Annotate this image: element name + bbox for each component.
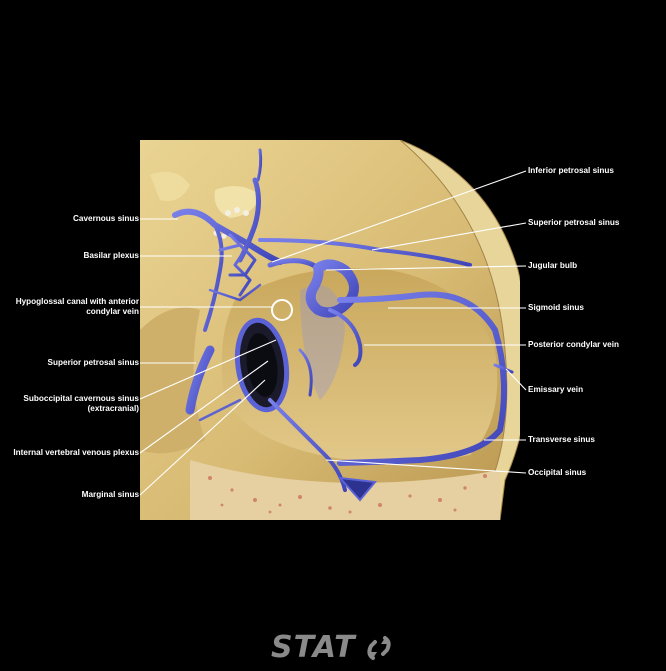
label-transverse-sinus: Transverse sinus xyxy=(528,435,595,444)
occipital-confluence xyxy=(337,476,377,502)
label-basilar-plexus: Basilar plexus xyxy=(83,251,139,260)
label-emissary-vein: Emissary vein xyxy=(528,385,584,394)
label-internal-vertebral-venous-plexus: Internal vertebral venous plexus xyxy=(13,448,139,457)
leader-lines xyxy=(139,170,527,496)
label-suboccipital-cavernous-sinus: Suboccipital cavernous sinus (extracrani… xyxy=(23,394,139,413)
stat-logo: STAT xyxy=(271,630,401,666)
left-fossa-edge xyxy=(140,307,205,454)
label-inferior-petrosal-sinus: Inferior petrosal sinus xyxy=(528,166,614,175)
hypoglossal-canal-marker xyxy=(271,299,293,321)
leader-inferior-petrosal xyxy=(271,170,527,263)
label-superior-petrosal-sinus-right: Superior petrosal sinus xyxy=(528,218,620,227)
refresh-arrows-icon xyxy=(367,636,391,660)
leader-marginal-sinus xyxy=(139,379,266,496)
label-superior-petrosal-sinus-left: Superior petrosal sinus xyxy=(47,358,139,367)
label-marginal-sinus: Marginal sinus xyxy=(81,490,139,499)
dorsum-sellae xyxy=(214,186,260,218)
label-cavernous-sinus: Cavernous sinus xyxy=(73,214,139,223)
label-jugular-bulb: Jugular bulb xyxy=(528,261,578,270)
leader-emissary-vein xyxy=(505,368,527,391)
label-posterior-condylar-vein: Posterior condylar vein xyxy=(528,340,620,349)
label-sigmoid-sinus: Sigmoid sinus xyxy=(528,303,584,312)
label-occipital-sinus: Occipital sinus xyxy=(528,468,587,477)
venous-sinuses xyxy=(172,148,514,492)
leader-jugular-bulb xyxy=(325,265,527,271)
leader-suboccipital-cavernous xyxy=(139,339,277,400)
anterior-clinoid xyxy=(150,171,190,201)
leader-internal-vertebral xyxy=(139,360,269,454)
logo-text: STAT xyxy=(271,630,356,665)
leader-superior-petrosal-right xyxy=(371,222,527,251)
label-hypoglossal-canal: Hypoglossal canal with anterior condylar… xyxy=(15,297,139,316)
leader-occipital-sinus xyxy=(325,459,527,474)
diploe-speckles xyxy=(208,474,487,514)
